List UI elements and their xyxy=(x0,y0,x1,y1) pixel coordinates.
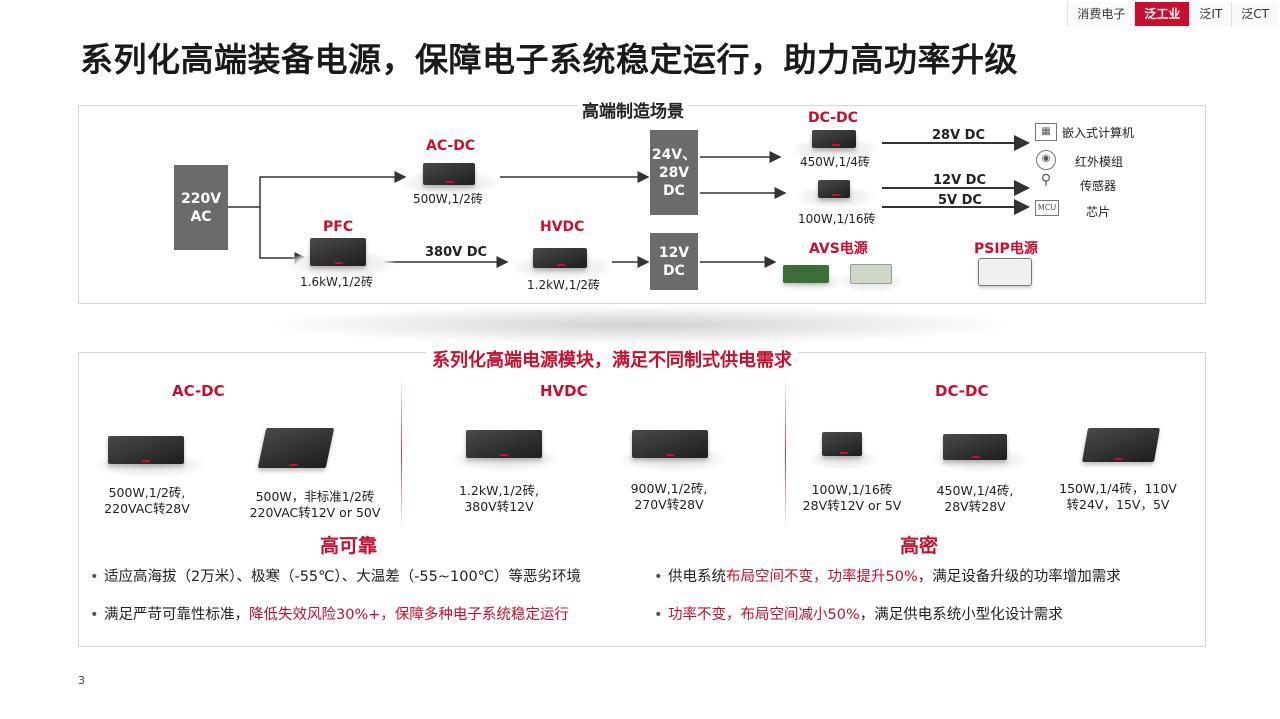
page-title: 系列化高端装备电源，保障电子系统稳定运行，助力高功率升级 xyxy=(80,40,1018,79)
dcdc-spec-100w: 100W,1/16砖 xyxy=(798,212,876,226)
pfc-spec: 1.6kW,1/2砖 xyxy=(300,275,374,289)
page-number: 3 xyxy=(78,674,85,687)
tab-ct[interactable]: 泛CT xyxy=(1231,2,1278,26)
out-5v-label: 5V DC xyxy=(938,193,982,208)
product-dcdc-100w-image xyxy=(822,432,862,456)
sensor-icon: ⚲ xyxy=(1040,172,1052,188)
bus-12v-box: 12V DC xyxy=(650,233,698,290)
load-chip: 芯片 xyxy=(1086,205,1111,219)
bus-24v-28v-box: 24V、 28V DC xyxy=(650,130,698,215)
product-acdc-500w-image xyxy=(108,436,184,464)
avs-board-image-1 xyxy=(783,265,829,283)
products-panel xyxy=(78,352,1206,647)
acdc-module-image xyxy=(423,163,475,185)
tab-industrial[interactable]: 泛工业 xyxy=(1134,2,1190,26)
dcdc-100w-module-image xyxy=(818,180,850,198)
out-28v-label: 28V DC xyxy=(932,128,986,143)
reliability-title: 高可靠 xyxy=(320,535,378,557)
product-spec-6: 450W,1/4砖, 28V转28V xyxy=(936,483,1014,514)
source-220vac-box: 220V AC xyxy=(174,165,228,250)
product-spec-3: 1.2kW,1/2砖, 380V转12V xyxy=(458,483,540,514)
load-embedded-computer: 嵌入式计算机 xyxy=(1062,126,1135,140)
hvdc-section-title: HVDC xyxy=(540,382,588,400)
scenario-title: 高端制造场景 xyxy=(578,97,688,122)
psip-label: PSIP电源 xyxy=(974,241,1038,257)
v380-label: 380V DC xyxy=(425,245,488,260)
hvdc-spec: 1.2kW,1/2砖 xyxy=(527,278,601,292)
tab-consumer-electronics[interactable]: 消费电子 xyxy=(1067,2,1135,26)
density-bullet-2: •功率不变，布局空间减小50%，满足供电系统小型化设计需求 xyxy=(654,607,1063,623)
avs-board-image-2 xyxy=(850,264,892,284)
product-dcdc-450w-image xyxy=(943,434,1007,460)
psip-module-image xyxy=(978,258,1032,286)
product-hvdc-1200w-image xyxy=(466,430,542,458)
dcdc-spec-450w: 450W,1/4砖 xyxy=(800,155,870,169)
product-spec-5: 100W,1/16砖 28V转12V or 5V xyxy=(802,482,902,513)
product-spec-1: 500W,1/2砖, 220VAC转28V xyxy=(104,485,190,516)
reliability-bullet-2: •满足严苛可靠性标准，降低失效风险30%+，保障多种电子系统稳定运行 xyxy=(90,607,569,623)
load-infrared-module: 红外模组 xyxy=(1075,155,1124,169)
dcdc-label: DC-DC xyxy=(808,110,858,126)
computer-icon: ▦ xyxy=(1035,123,1057,141)
hvdc-label: HVDC xyxy=(540,219,585,235)
product-spec-7: 150W,1/4砖，110V 转24V，15V，5V xyxy=(1059,481,1177,512)
dcdc-450w-module-image xyxy=(812,130,856,148)
chip-icon: MCU xyxy=(1035,200,1059,216)
load-sensor: 传感器 xyxy=(1080,179,1117,193)
product-spec-4: 900W,1/2砖, 270V转28V xyxy=(630,481,708,512)
density-title: 高密 xyxy=(900,535,939,557)
acdc-section-title: AC-DC xyxy=(172,382,225,400)
infrared-camera-icon: ◉ xyxy=(1036,150,1056,170)
avs-label: AVS电源 xyxy=(809,241,868,257)
out-12v-label: 12V DC xyxy=(933,173,987,188)
dcdc-section-title: DC-DC xyxy=(935,382,989,400)
hvdc-module-image xyxy=(533,248,587,268)
pfc-module-image xyxy=(310,238,366,266)
product-hvdc-900w-image xyxy=(632,430,708,458)
reliability-bullet-1: •适应高海拔（2万米）、极寒（-55℃）、大温差（-55~100℃）等恶劣环境 xyxy=(90,569,581,585)
product-spec-2: 500W，非标准1/2砖 220VAC转12V or 50V xyxy=(249,489,381,520)
product-acdc-500w-nonstd-image xyxy=(257,428,335,468)
top-tabs: 消费电子 泛工业 泛IT 泛CT xyxy=(1067,2,1278,26)
acdc-spec: 500W,1/2砖 xyxy=(413,192,483,206)
tab-it[interactable]: 泛IT xyxy=(1189,2,1232,26)
product-dcdc-150w-image xyxy=(1082,428,1160,462)
density-bullet-1: •供电系统布局空间不变，功率提升50%，满足设备升级的功率增加需求 xyxy=(654,569,1121,585)
acdc-label: AC-DC xyxy=(426,138,476,154)
products-title: 系列化高端电源模块，满足不同制式供电需求 xyxy=(426,346,798,372)
pfc-label: PFC xyxy=(323,219,354,235)
